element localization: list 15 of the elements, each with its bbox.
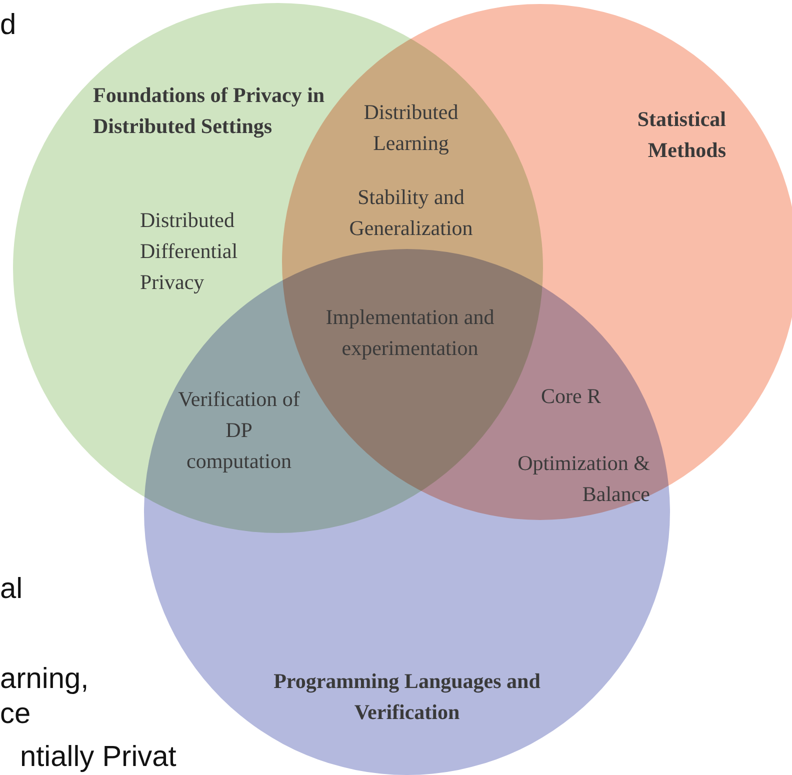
slide-text-fragment: arning, bbox=[0, 662, 89, 696]
slide-text-fragment: ntially Privat bbox=[20, 740, 176, 774]
slide-text-fragment: d bbox=[0, 8, 16, 42]
region-label: Stability and Generalization bbox=[348, 184, 474, 242]
circle-title: Statistical Methods bbox=[636, 106, 726, 164]
region-label: Distributed Differential Privacy bbox=[140, 207, 239, 296]
circle-title: Programming Languages and Verification bbox=[272, 668, 542, 726]
slide-text-fragment: al bbox=[0, 572, 23, 606]
region-label: Optimization & Balance bbox=[516, 450, 650, 508]
region-label: Core R bbox=[540, 383, 602, 410]
slide-text-fragment: ce bbox=[0, 697, 31, 731]
region-label: Verification of DP computation bbox=[177, 386, 301, 475]
region-label: Implementation and experimentation bbox=[324, 304, 496, 362]
region-label: Distributed Learning bbox=[362, 99, 460, 157]
circle-title: Foundations of Privacy in Distributed Settings bbox=[93, 82, 326, 140]
